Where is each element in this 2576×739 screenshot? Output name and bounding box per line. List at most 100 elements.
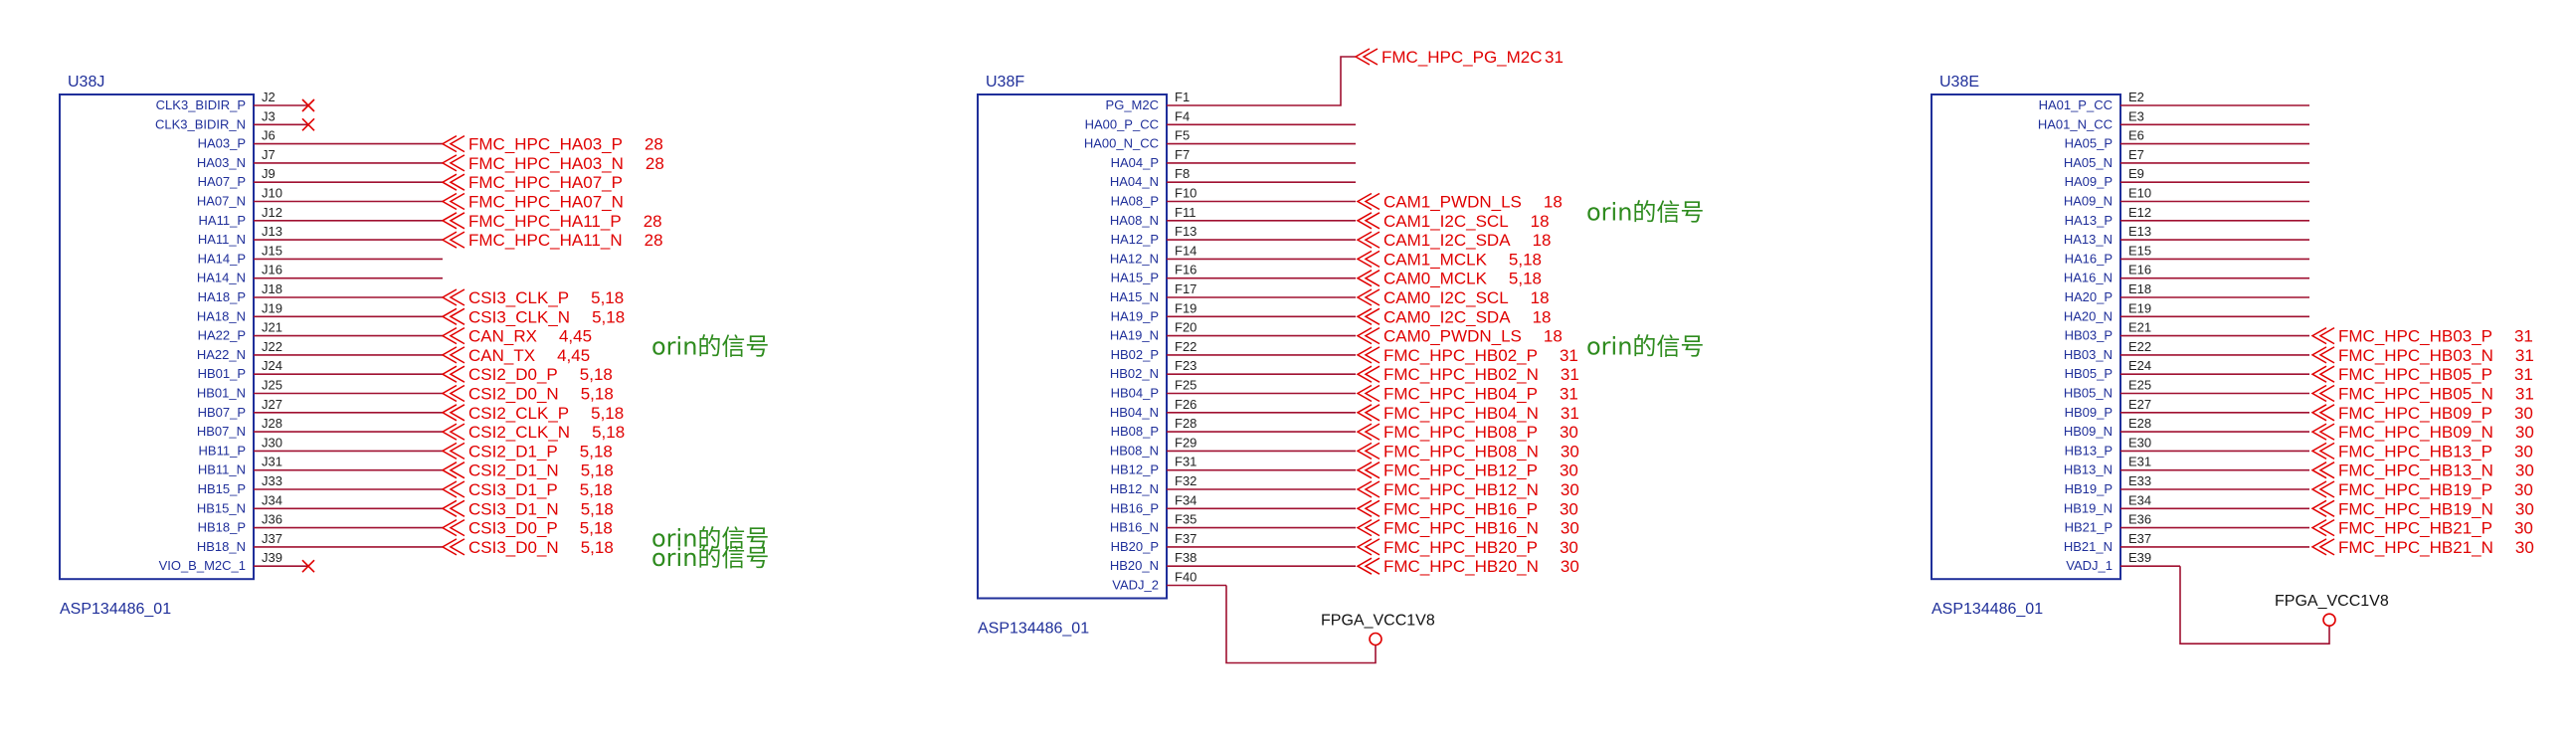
no-connect-marker bbox=[301, 98, 315, 112]
net-label: CSI3_CLK_P bbox=[468, 288, 569, 307]
pin-number: E21 bbox=[2128, 320, 2151, 335]
pin-name: HA14_P bbox=[198, 251, 246, 266]
net-sheet-ref: 30 bbox=[2514, 442, 2533, 461]
pin-name: HA07_N bbox=[197, 194, 246, 209]
net-sheet-ref: 31 bbox=[2515, 346, 2534, 365]
offpage-connector-icon bbox=[441, 154, 465, 172]
net-label: CAM0_MCLK bbox=[1383, 270, 1488, 288]
no-connect-marker bbox=[301, 117, 315, 131]
offpage-connector-icon bbox=[441, 538, 465, 556]
offpage-connector-icon bbox=[441, 288, 465, 306]
net-label: FMC_HPC_HB19_N bbox=[2338, 499, 2493, 518]
net-label: CAM1_MCLK bbox=[1383, 250, 1488, 269]
net-sheet-ref: 18 bbox=[1531, 212, 1550, 231]
net-label: CSI2_D0_N bbox=[468, 385, 559, 404]
pin-number: E27 bbox=[2128, 397, 2151, 412]
net-label: CSI3_D1_N bbox=[468, 499, 559, 518]
pin-number: F10 bbox=[1175, 186, 1196, 201]
net-label: CAM1_PWDN_LS bbox=[1383, 193, 1522, 212]
pin-name: HB15_N bbox=[197, 500, 246, 515]
net-sheet-ref: 30 bbox=[2514, 480, 2533, 499]
net-sheet-ref: 31 bbox=[2514, 365, 2533, 384]
net-sheet-ref: 30 bbox=[1560, 462, 1578, 480]
offpage-connector-icon bbox=[441, 365, 465, 383]
offpage-connector-icon bbox=[1356, 288, 1380, 306]
net-label: FMC_HPC_HB03_N bbox=[2338, 346, 2493, 365]
net-label: FMC_HPC_HB03_P bbox=[2338, 327, 2492, 346]
annotation-note: orin的信号 bbox=[651, 544, 769, 572]
pin-number: J33 bbox=[262, 473, 282, 488]
pin-name: HB03_N bbox=[2064, 347, 2113, 362]
pin-name: HB20_P bbox=[1111, 539, 1159, 554]
pin-number: E31 bbox=[2128, 455, 2151, 469]
annotation-note: orin的信号 bbox=[1586, 199, 1704, 227]
pin-number: J39 bbox=[262, 550, 282, 565]
net-label: FMC_HPC_HA11_N bbox=[468, 231, 623, 250]
pin-name: HA16_P bbox=[2065, 251, 2113, 266]
offpage-connector-icon bbox=[2310, 462, 2335, 479]
net-sheet-ref: 28 bbox=[644, 135, 663, 154]
pin-name: HA19_N bbox=[1110, 328, 1159, 343]
net-sheet-ref: 30 bbox=[2515, 423, 2534, 442]
symbol-body bbox=[59, 93, 255, 581]
pin-number: E33 bbox=[2128, 473, 2151, 488]
pin-name: HA05_P bbox=[2065, 136, 2113, 151]
offpage-connector-icon bbox=[441, 192, 465, 211]
pin-name: HA18_P bbox=[198, 289, 246, 304]
offpage-connector-icon bbox=[1356, 384, 1380, 403]
net-label: FMC_HPC_HB13_N bbox=[2338, 462, 2493, 480]
pin-name: HB12_N bbox=[1110, 481, 1159, 496]
net-label: FMC_HPC_HA11_P bbox=[468, 212, 622, 231]
pin-number: J37 bbox=[262, 531, 282, 546]
pin-name: HB03_P bbox=[2065, 328, 2113, 343]
pin-number: J15 bbox=[262, 243, 282, 258]
pin-name: HB05_P bbox=[2065, 366, 2113, 381]
net-label: FMC_HPC_HB08_N bbox=[1383, 442, 1539, 461]
net-label: CAM0_I2C_SDA bbox=[1383, 307, 1511, 326]
pin-number: F13 bbox=[1175, 224, 1196, 239]
net-label: CAM1_I2C_SDA bbox=[1383, 231, 1511, 250]
net-label: CAM1_I2C_SCL bbox=[1383, 212, 1509, 231]
offpage-connector-icon bbox=[441, 307, 465, 325]
offpage-connector-icon bbox=[441, 346, 465, 364]
pin-number: J16 bbox=[262, 263, 282, 277]
offpage-connector-icon bbox=[2310, 326, 2335, 345]
pin-number: J34 bbox=[262, 492, 282, 507]
pin-name: HA18_N bbox=[197, 308, 246, 323]
net-sheet-ref: 31 bbox=[1560, 385, 1578, 404]
net-label: CSI2_D1_N bbox=[468, 462, 559, 480]
pin-number: F34 bbox=[1175, 492, 1196, 507]
pin-number: J31 bbox=[262, 455, 282, 469]
offpage-connector-icon bbox=[441, 384, 465, 403]
pin-number: E16 bbox=[2128, 263, 2151, 277]
net-sheet-ref: 5,18 bbox=[592, 307, 625, 326]
pin-number: J27 bbox=[262, 397, 282, 412]
net-sheet-ref: 18 bbox=[1533, 307, 1552, 326]
pin-name: HB11_N bbox=[198, 462, 246, 477]
pin-name: VADJ_2 bbox=[1112, 578, 1159, 593]
offpage-connector-icon bbox=[441, 173, 465, 191]
pin-number: J3 bbox=[262, 108, 276, 123]
net-sheet-ref: 30 bbox=[1561, 557, 1579, 576]
pin-number: J25 bbox=[262, 378, 282, 393]
pin-name: HB01_P bbox=[198, 366, 246, 381]
pin-name: HB21_N bbox=[2064, 539, 2113, 554]
net-label: FMC_HPC_HB04_P bbox=[1383, 385, 1538, 404]
net-sheet-ref: 30 bbox=[1561, 442, 1579, 461]
pin-number: J19 bbox=[262, 300, 282, 315]
offpage-connector-icon bbox=[2310, 518, 2335, 537]
pin-number: F37 bbox=[1175, 531, 1196, 546]
net-sheet-ref: 5,18 bbox=[1509, 270, 1542, 288]
pin-number: F14 bbox=[1175, 243, 1196, 258]
pin-number: E9 bbox=[2128, 166, 2144, 181]
pin-name: PG_M2C bbox=[1106, 97, 1159, 112]
pin-number: F8 bbox=[1175, 166, 1190, 181]
net-label: CSI2_CLK_P bbox=[468, 404, 569, 423]
offpage-connector-icon bbox=[2310, 384, 2335, 403]
net-sheet-ref: 30 bbox=[2514, 519, 2533, 538]
pin-number: F1 bbox=[1175, 90, 1190, 104]
pin-name: HB04_P bbox=[1111, 386, 1159, 401]
pin-number: E12 bbox=[2128, 205, 2151, 220]
net-label: FMC_HPC_HB12_P bbox=[1383, 462, 1538, 480]
